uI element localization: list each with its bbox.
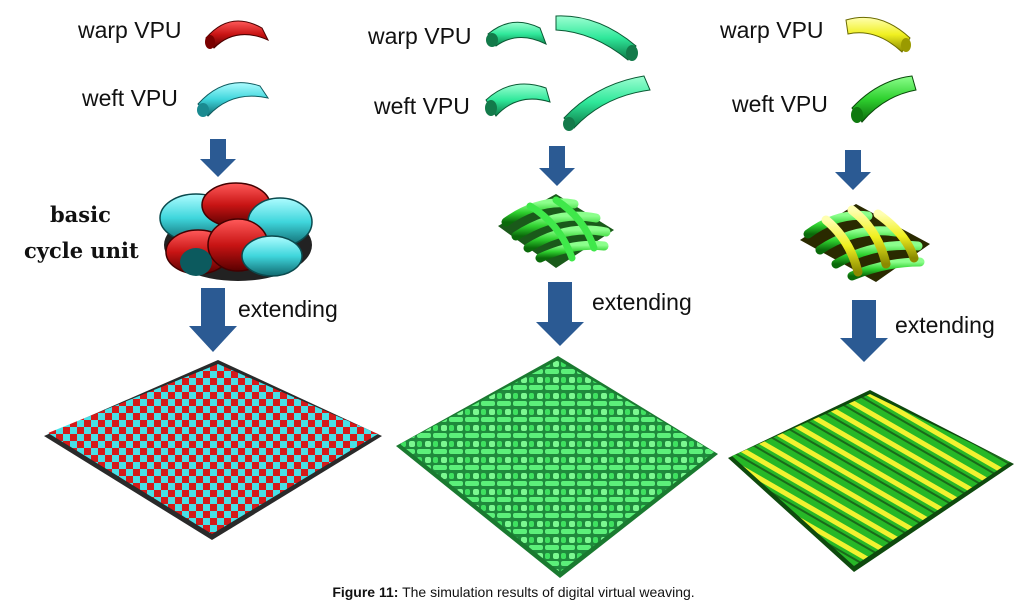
- weft-vpu-mint-end-2: [563, 117, 575, 131]
- extending-label-1: extending: [238, 296, 338, 322]
- warp-vpu-yellow-end: [901, 38, 911, 52]
- cycle-unit-label: cycle unit: [24, 238, 139, 263]
- warp-vpu-mint-end-2: [626, 45, 638, 61]
- warp-vpu-mint-yarn-long: [555, 15, 637, 61]
- basic-cycle-unit-green: [498, 194, 614, 268]
- warp-vpu-red-end: [205, 35, 215, 49]
- down-arrow-2a: [539, 146, 575, 186]
- weft-vpu-label-1: weft VPU: [81, 85, 178, 111]
- extending-label-2: extending: [592, 289, 692, 315]
- down-arrow-2b: [536, 282, 584, 346]
- weft-vpu-mint-end: [485, 100, 497, 116]
- down-arrow-3a: [835, 150, 871, 190]
- panel-2: warp VPU weft VPU extending: [367, 15, 718, 578]
- weft-vpu-green-end: [851, 107, 863, 123]
- weft-vpu-cyan-end: [197, 103, 209, 117]
- fabric-red-cyan: [44, 360, 382, 540]
- caption-text: The simulation results of digital virtua…: [398, 584, 695, 600]
- warp-vpu-yellow-yarn: [845, 16, 911, 53]
- down-arrow-3b: [840, 300, 888, 362]
- basic-cycle-unit-yellow-green: [800, 204, 930, 282]
- down-arrow-1a: [200, 139, 236, 177]
- down-arrow-1b: [189, 288, 237, 352]
- weft-vpu-label-2: weft VPU: [373, 93, 470, 119]
- weft-vpu-label-3: weft VPU: [731, 91, 828, 117]
- weft-vpu-green-yarn: [851, 75, 917, 123]
- figure-number: Figure 11:: [332, 584, 399, 600]
- basic-cycle-unit-red-cyan: [159, 182, 313, 281]
- warp-vpu-label-2: warp VPU: [367, 23, 472, 49]
- warp-vpu-red-yarn: [205, 20, 270, 49]
- fabric-yellow-green-twill: [728, 390, 1014, 572]
- fabric-green-plain: [396, 356, 718, 578]
- weft-vpu-mint-yarn-short: [485, 83, 551, 117]
- figure-caption: Figure 11: The simulation results of dig…: [0, 584, 1027, 600]
- weft-vpu-cyan-yarn: [197, 82, 270, 117]
- warp-vpu-label-1: warp VPU: [77, 17, 182, 43]
- panel-3: warp VPU weft VPU extending: [719, 16, 1014, 572]
- warp-vpu-mint-yarn-short: [487, 21, 547, 47]
- warp-vpu-mint-end: [486, 33, 498, 47]
- warp-vpu-label-3: warp VPU: [719, 17, 824, 43]
- basic-label: basic: [50, 202, 111, 227]
- weft-vpu-mint-yarn-long: [563, 75, 651, 129]
- panel-1: warp VPU weft VPU basic cycle unit exten…: [24, 17, 382, 540]
- extending-label-3: extending: [895, 312, 995, 338]
